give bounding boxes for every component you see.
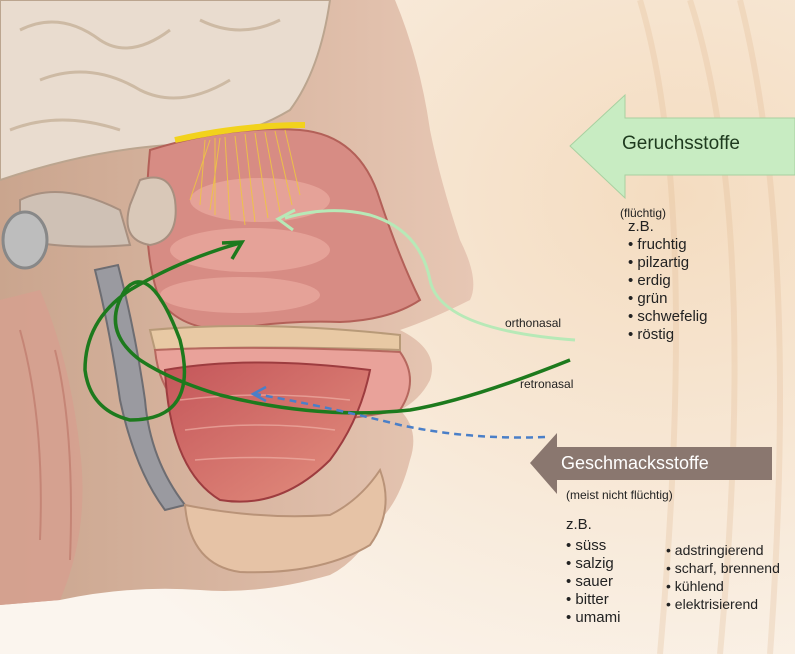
list-item: adstringierend [666,541,795,559]
smell-eg-label: z.B. [628,218,654,235]
taste-arrow-label: Geschmacksstoffe [561,453,709,474]
list-item: grün [628,290,707,308]
taste-qualifier: (meist nicht flüchtig) [566,488,673,502]
smell-examples-list: fruchtig pilzartig erdig grün schwefelig… [628,236,707,344]
list-item: schwefelig [628,308,707,326]
list-item: fruchtig [628,236,707,254]
smell-arrow-label: Geruchsstoffe [622,133,740,155]
list-item: bitter [566,591,620,609]
taste-basic-list: süss salzig sauer bitter umami [566,537,620,627]
list-item: erdig [628,272,707,290]
list-item: umami [566,609,620,627]
list-item: sauer [566,573,620,591]
retronasal-label: retronasal [520,377,573,391]
list-item: pilzartig [628,254,707,272]
taste-other-list: adstringierend scharf, brennend kühlend … [666,541,795,613]
list-item: kühlend [666,577,795,595]
list-item: süss [566,537,620,555]
taste-eg-label: z.B. [566,516,592,533]
list-item: elektrisierend [666,595,795,613]
list-item: scharf, brennend [666,559,795,577]
list-item: salzig [566,555,620,573]
list-item: röstig [628,326,707,344]
orthonasal-label: orthonasal [505,316,561,330]
